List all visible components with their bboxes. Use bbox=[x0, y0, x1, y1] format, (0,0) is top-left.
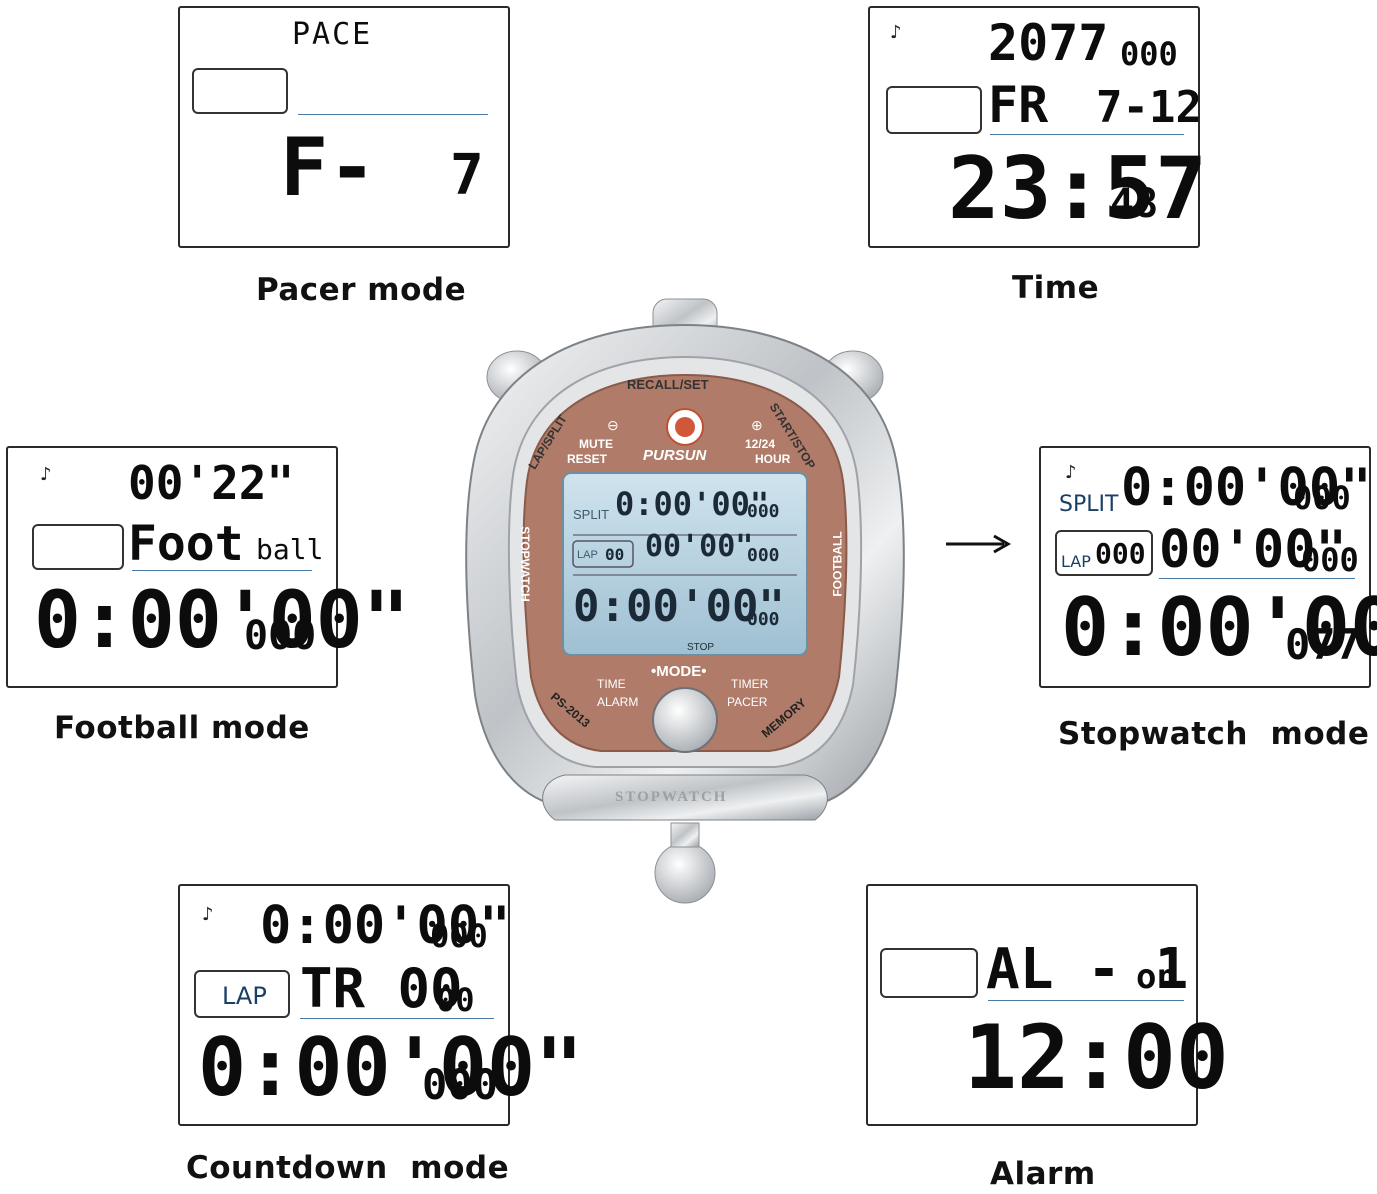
hour-label: HOUR bbox=[755, 452, 791, 466]
stopwatch-main-sub: 077 bbox=[1285, 620, 1361, 669]
time-empty-box bbox=[886, 86, 982, 134]
time-clock: 23:57 bbox=[948, 139, 1207, 239]
time-label: TIME bbox=[597, 677, 626, 691]
model-label: PS-2013 bbox=[547, 689, 593, 731]
side-right-label: FOOTBALL bbox=[830, 531, 845, 597]
mode-button[interactable] bbox=[652, 687, 718, 753]
stopwatch-split-label: SPLIT bbox=[1059, 492, 1119, 517]
countdown-rule bbox=[300, 1018, 494, 1019]
pacer-value: 7 bbox=[450, 143, 484, 208]
pacer-top-label: PACE bbox=[292, 17, 373, 52]
countdown-lap-box: LAP bbox=[194, 970, 290, 1018]
stopwatch-lap-box: LAP 000 bbox=[1055, 530, 1153, 576]
football-mode-small: ball bbox=[256, 533, 324, 566]
countdown-main: 0:00'00" bbox=[198, 1021, 584, 1114]
football-top: 00'22" bbox=[128, 456, 295, 510]
screen-stop-label: STOP bbox=[687, 642, 715, 653]
screen-lap-label: LAP bbox=[577, 549, 598, 561]
alarm-main: 12:00 bbox=[964, 1006, 1229, 1109]
watch-bottom-lip bbox=[542, 774, 828, 821]
side-left-label: STOPWATCH bbox=[517, 526, 532, 602]
alarm-label: ALARM bbox=[597, 695, 639, 709]
stopwatch-split-sub: 000 bbox=[1293, 479, 1351, 517]
countdown-tr-sub: 00 bbox=[436, 981, 475, 1019]
countdown-main-sub: 000 bbox=[422, 1060, 498, 1109]
stopwatch-lap-num: 000 bbox=[1095, 537, 1146, 570]
time-seconds: 48 bbox=[1110, 181, 1159, 227]
countdown-caption: Countdown mode bbox=[186, 1150, 510, 1186]
alarm-empty-box bbox=[880, 948, 978, 998]
stopwatch-lap-sub: 000 bbox=[1301, 541, 1359, 579]
pacer-caption: Pacer mode bbox=[256, 272, 467, 308]
mode-label: •MODE• bbox=[651, 663, 707, 680]
watch-text-layer: RECALL/SET LAP/SPLIT START/STOP ⊖ ⊕ MUTE… bbox=[455, 295, 915, 910]
alarm-caption: Alarm bbox=[990, 1156, 1096, 1192]
minus-icon: ⊖ bbox=[607, 417, 619, 433]
hour-12-24-label: 12/24 bbox=[745, 437, 776, 451]
football-mode: Foot bbox=[128, 516, 244, 572]
screen-lap: 00'00" bbox=[645, 529, 754, 564]
time-caption: Time bbox=[1012, 270, 1100, 306]
music-note-icon: ♪ bbox=[890, 22, 902, 43]
football-caption: Football mode bbox=[54, 710, 310, 746]
music-note-icon: ♪ bbox=[202, 904, 214, 925]
countdown-top: 0:00'00" bbox=[260, 896, 511, 956]
watch-lcd bbox=[562, 472, 808, 656]
time-panel: ♪ 2077 000 FR 7-12 23:57 48 bbox=[868, 6, 1207, 248]
timer-label: TIMER bbox=[731, 677, 769, 691]
stopwatch-rule bbox=[1159, 578, 1355, 579]
screen-split-label: SPLIT bbox=[573, 507, 610, 522]
time-year-sub: 000 bbox=[1120, 35, 1178, 73]
plus-icon: ⊕ bbox=[751, 417, 763, 433]
screen-lap-num: 00 bbox=[605, 545, 625, 564]
countdown-tr: TR 00 bbox=[300, 957, 463, 1020]
stopwatch-lap-label: LAP bbox=[1061, 552, 1091, 571]
reset-label: RESET bbox=[567, 452, 608, 466]
music-note-icon: ♪ bbox=[1065, 462, 1077, 483]
bottom-emboss-label: STOPWATCH bbox=[615, 789, 728, 805]
time-day: FR bbox=[988, 76, 1049, 134]
countdown-lap-label: LAP bbox=[222, 982, 267, 1010]
mute-label: MUTE bbox=[579, 437, 613, 451]
football-mode-panel: ♪ 00'22" Foot ball 0:00'00" 000 bbox=[6, 446, 410, 688]
stopwatch-lap: 00'00" bbox=[1159, 520, 1347, 580]
screen-main: 0:00'00" bbox=[573, 581, 785, 632]
football-main: 0:00'00" bbox=[34, 576, 410, 666]
alarm-panel: AL - 1 on 12:00 bbox=[866, 884, 1229, 1126]
countdown-mode-panel: ♪ 0:00'00" 000 LAP TR 00 00 0:00'00" 000 bbox=[178, 884, 583, 1126]
stopwatch-device bbox=[465, 298, 905, 904]
alarm-top: AL - 1 bbox=[986, 937, 1189, 1002]
music-note-icon: ♪ bbox=[40, 464, 52, 485]
recall-set-label: RECALL/SET bbox=[627, 377, 709, 392]
pacer-label: PACER bbox=[727, 695, 768, 709]
stopwatch-split: 0:00'00" bbox=[1121, 458, 1372, 518]
football-empty-box bbox=[32, 524, 124, 570]
screen-main-sub: 000 bbox=[747, 609, 780, 630]
stopwatch-main: 0:00'00" bbox=[1061, 581, 1377, 674]
brand-name: PURSUN bbox=[643, 447, 707, 464]
time-rule bbox=[990, 134, 1184, 135]
right-arrow-icon bbox=[946, 534, 1012, 554]
alarm-rule bbox=[988, 1000, 1184, 1001]
screen-split: 0:00'00" bbox=[615, 485, 770, 523]
countdown-top-sub: 000 bbox=[430, 917, 488, 955]
time-date: 7-12 bbox=[1096, 82, 1202, 133]
lap-split-label: LAP/SPLIT bbox=[525, 412, 570, 472]
pacer-rule bbox=[298, 114, 488, 115]
screen-lap-sub: 000 bbox=[747, 545, 780, 566]
stopwatch-mode-panel: ♪ SPLIT 0:00'00" 000 LAP 000 00'00" 000 … bbox=[1039, 446, 1377, 688]
screen-split-sub: 000 bbox=[747, 501, 780, 522]
pacer-mode-panel: PACE F- 7 bbox=[178, 6, 510, 248]
pacer-empty-box bbox=[192, 68, 288, 114]
football-main-sub: 000 bbox=[244, 613, 317, 659]
stopwatch-caption: Stopwatch mode bbox=[1058, 716, 1370, 752]
time-year: 2077 bbox=[988, 14, 1109, 72]
alarm-top-sub: on bbox=[1136, 957, 1177, 997]
football-rule bbox=[132, 570, 312, 571]
pacer-main: F- bbox=[280, 121, 377, 214]
